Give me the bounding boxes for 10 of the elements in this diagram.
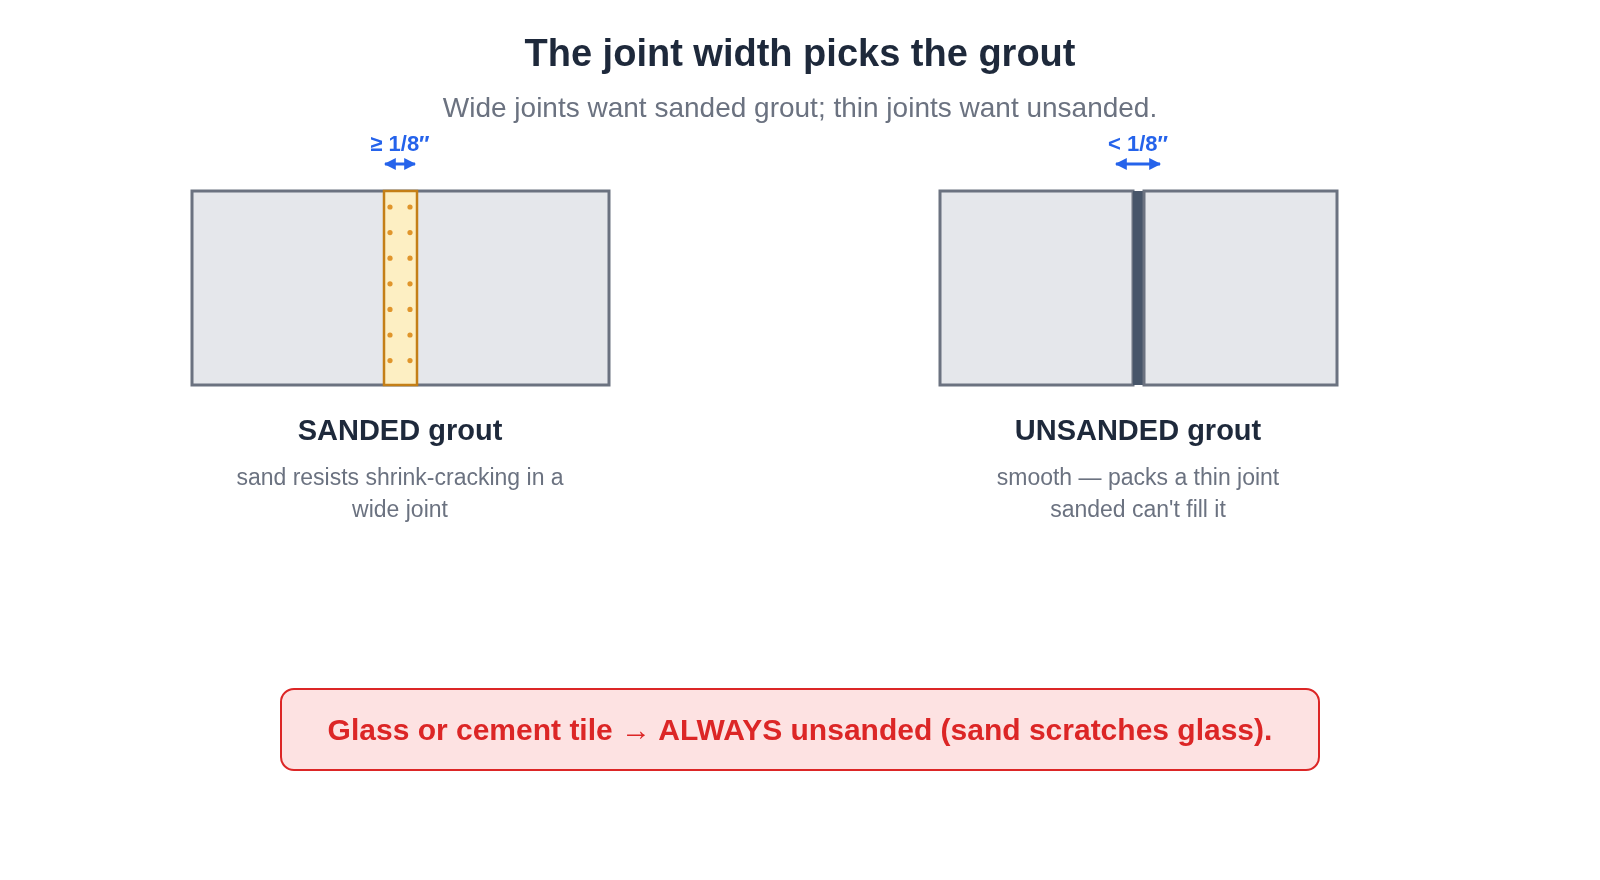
subtitle: Wide joints want sanded grout; thin joints want unsanded.	[441, 92, 1159, 124]
warning-box	[280, 688, 1320, 771]
dimension-label: < 1/8″	[1106, 131, 1170, 157]
title: The joint width picks the grout	[523, 32, 1077, 75]
warning-text: Glass or cement tile → ALWAYS unsanded (sand scratches glass).	[327, 712, 1273, 747]
dimension-label: ≥ 1/8″	[369, 131, 431, 157]
grout-heading: UNSANDED grout	[1013, 414, 1263, 447]
grout-heading: SANDED grout	[296, 414, 504, 447]
grout-description: sand resists shrink-cracking in a wide joint	[235, 463, 565, 524]
grout-description: smooth — packs a thin joint sanded can't fill it	[995, 463, 1281, 524]
